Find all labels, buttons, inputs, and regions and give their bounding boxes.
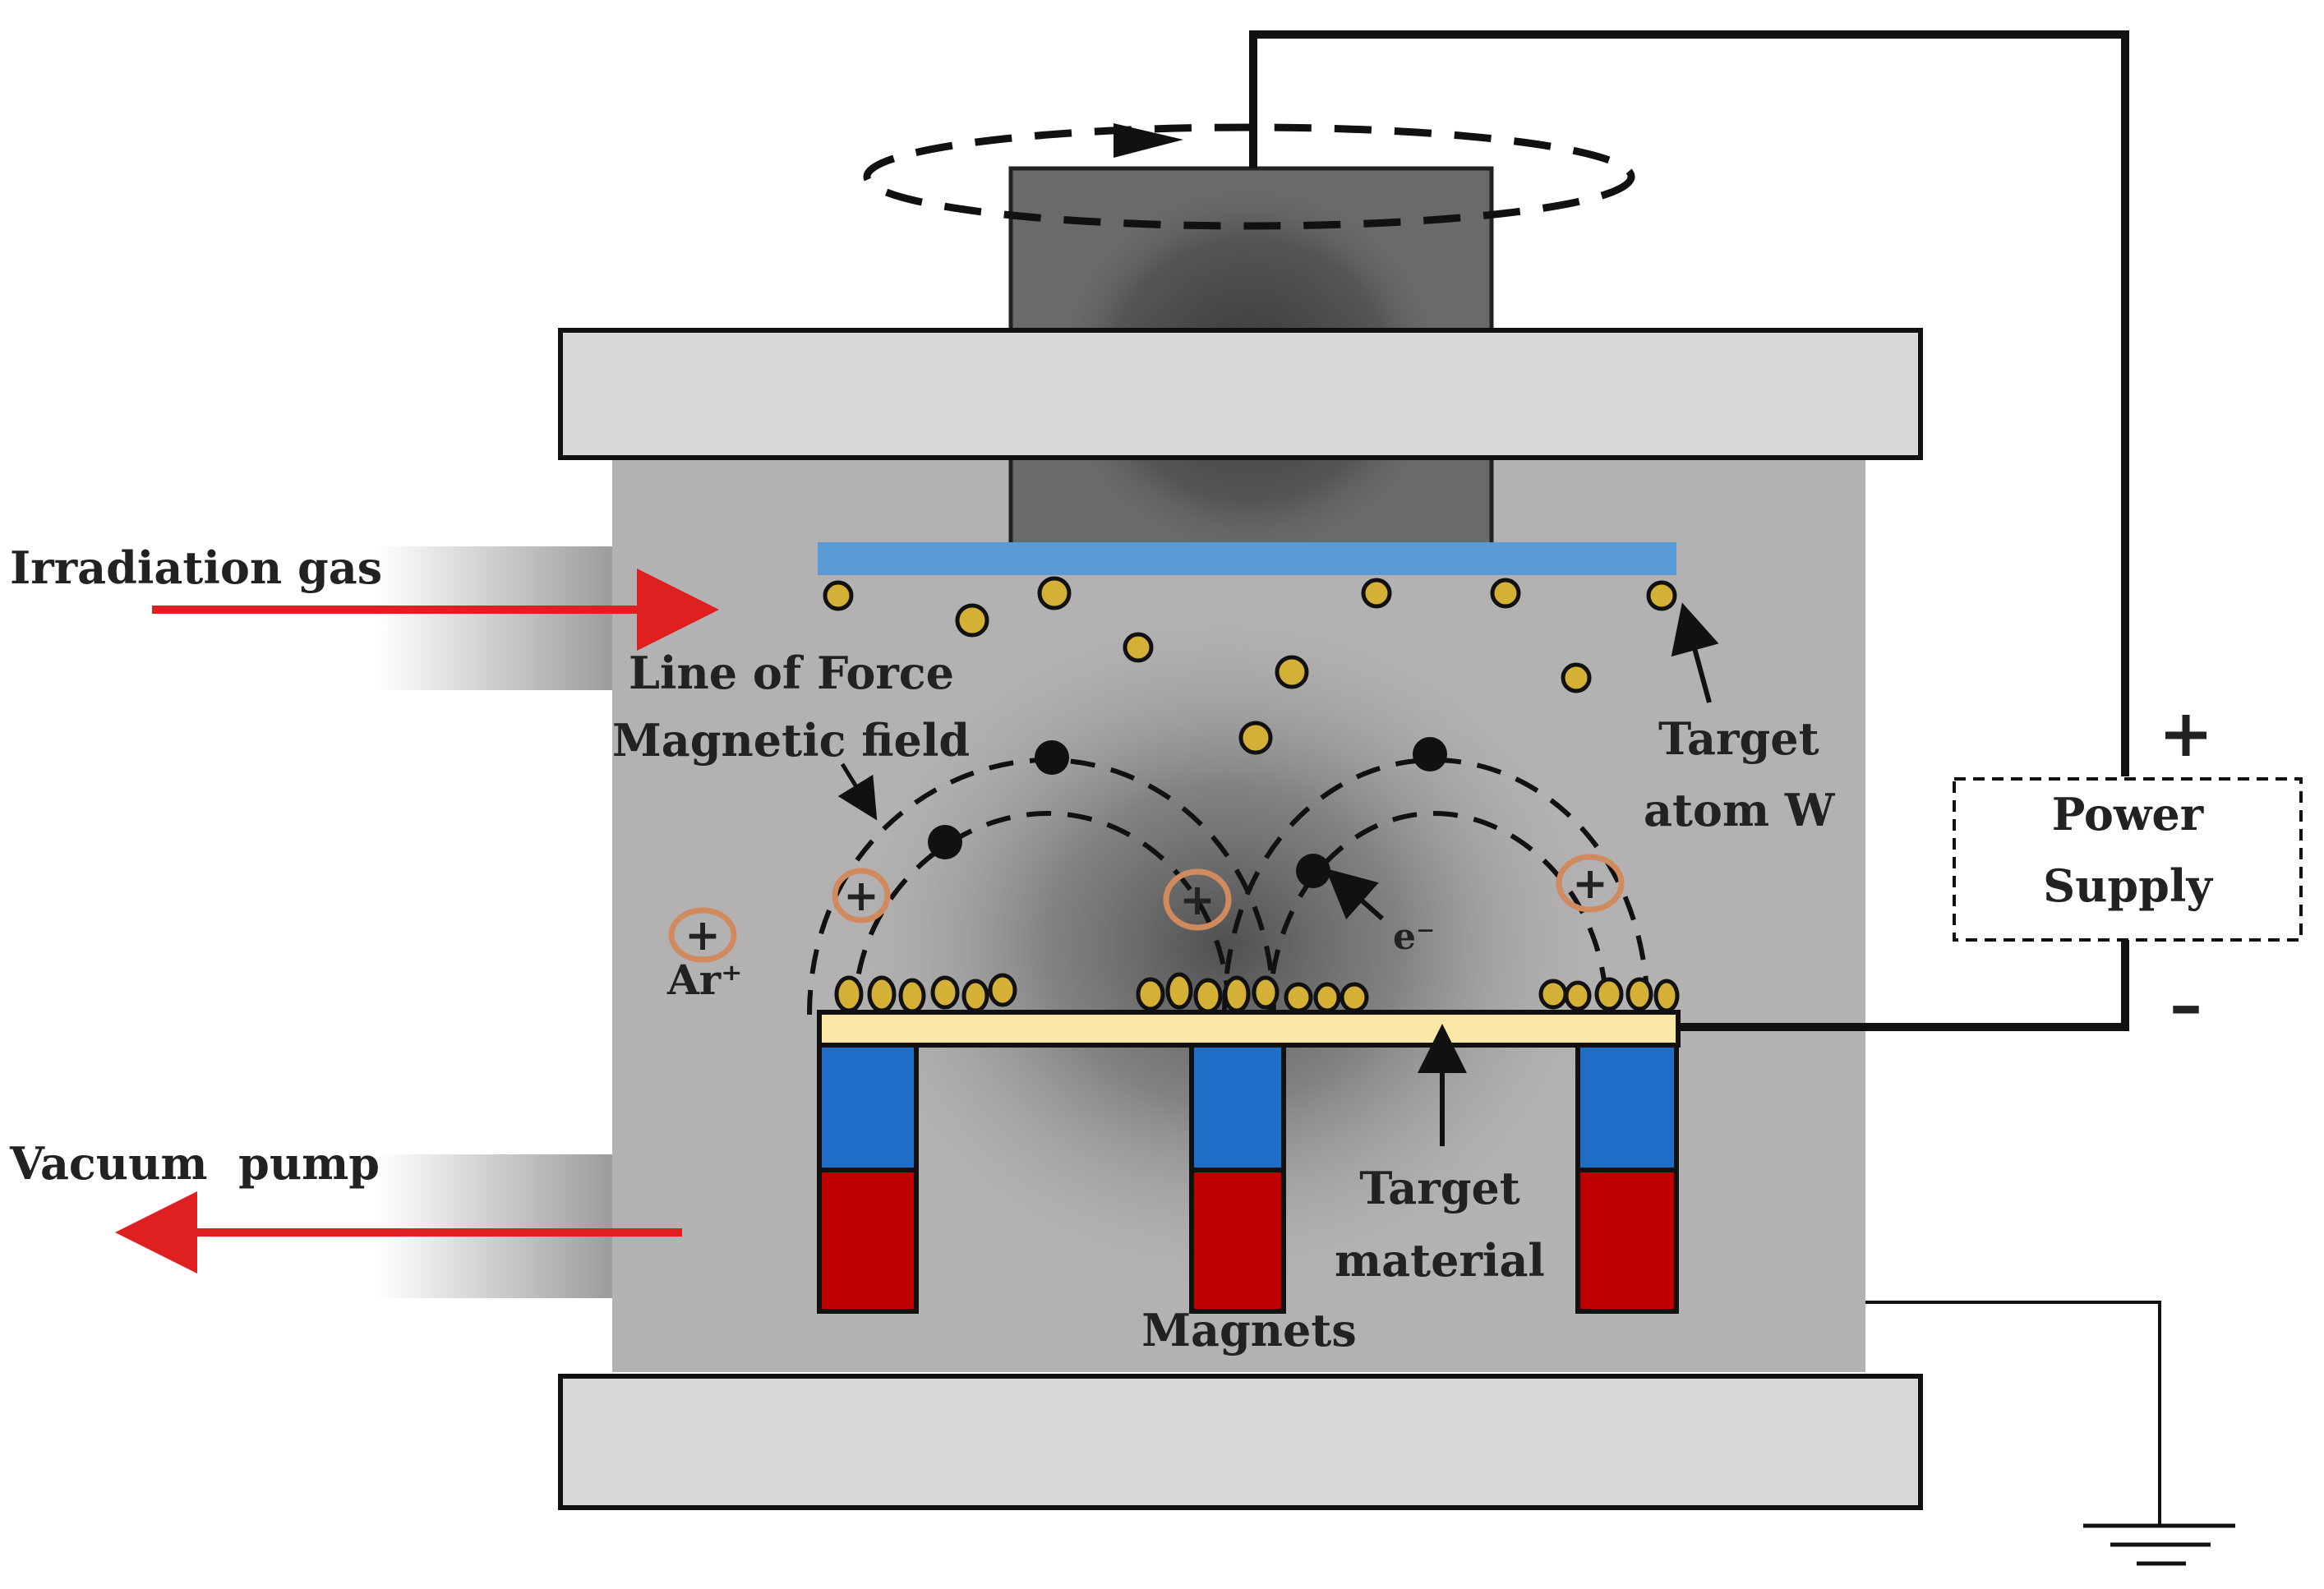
- ion-plus-sign: +: [685, 910, 721, 960]
- magnet-center-south: [1189, 1168, 1286, 1314]
- magnetic-field-label: Magnetic field: [612, 714, 970, 767]
- line-of-force-label: Line of Force: [629, 647, 954, 699]
- target-surface-atoms: [834, 972, 1680, 1014]
- ion-right: +: [1556, 854, 1625, 913]
- magnet-right-north: [1575, 1043, 1679, 1172]
- target-atom: [1490, 578, 1521, 609]
- magnets-label: Magnets: [1141, 1304, 1356, 1356]
- argon-ions: + + + +: [668, 854, 1625, 963]
- electron-pointer-arrow: [1326, 868, 1384, 921]
- pump-outlet-port: [378, 1154, 616, 1298]
- power-supply-label-line2: Supply: [2043, 859, 2213, 912]
- target-atom: [1361, 578, 1392, 609]
- power-negative-wire: [1678, 939, 2129, 1031]
- rotation-arrowhead: [1114, 123, 1183, 158]
- bottom-plate: [558, 1374, 1923, 1510]
- target-material-label-line1: Target: [1359, 1162, 1520, 1214]
- vacuum-pump-label: Vacuum pump: [9, 1137, 380, 1190]
- magnet-left-north: [817, 1043, 919, 1172]
- ground-symbol-icon: [2083, 1523, 2235, 1566]
- ion-plus-sign: +: [1572, 859, 1608, 909]
- target-atom-pointer-arrow: [1671, 602, 1719, 703]
- negative-terminal-label: –: [2170, 965, 2202, 1043]
- target-atom: [1561, 662, 1592, 693]
- ion-plus-sign: +: [843, 871, 879, 921]
- ground-wire: [1865, 1301, 2161, 1524]
- target-atom: [1238, 721, 1273, 755]
- gas-inlet-port: [378, 546, 616, 690]
- magnets: [817, 1043, 1679, 1314]
- ion-free: +: [668, 907, 737, 963]
- target-atom: [1037, 576, 1072, 610]
- target-atom: [1275, 655, 1309, 689]
- target-atom-label-line1: Target: [1658, 712, 1819, 765]
- electron-dot: [1413, 737, 1447, 771]
- field-line-inner-right: [1267, 810, 1609, 1016]
- electron-label: e⁻: [1393, 916, 1435, 958]
- electron-dot: [1296, 854, 1330, 888]
- target-atom: [955, 603, 989, 638]
- ion-plus-sign: +: [1179, 875, 1215, 925]
- field-pointer-arrow: [837, 762, 878, 821]
- ion-left: +: [832, 868, 891, 923]
- top-plate: [558, 328, 1923, 460]
- argon-ion-label: Ar⁺: [666, 956, 743, 1004]
- electron-dot: [1035, 740, 1069, 775]
- target-atom-label-line2: atom W: [1644, 784, 1836, 836]
- target-atom: [823, 580, 854, 611]
- field-line-outer-right: [1222, 757, 1650, 1016]
- electron-dot: [928, 825, 962, 859]
- ion-middle: +: [1163, 868, 1232, 931]
- target-atom: [1646, 580, 1677, 611]
- sputtered-atoms: [823, 576, 1677, 755]
- target-atom: [1123, 632, 1154, 663]
- substrate-plate: [818, 542, 1676, 575]
- power-positive-wire: [1249, 30, 2129, 776]
- electrons: [928, 737, 1447, 888]
- magnet-center-north: [1189, 1043, 1286, 1172]
- positive-terminal-label: +: [2158, 694, 2213, 771]
- target-material-label-line2: material: [1335, 1234, 1545, 1287]
- magnet-right-south: [1575, 1168, 1679, 1314]
- irradiation-gas-label: Irradiation gas: [10, 541, 382, 594]
- power-supply-label-line1: Power: [2052, 788, 2204, 841]
- target-material-plate: [817, 1010, 1681, 1048]
- power-supply-box: [1953, 777, 2303, 942]
- magnet-left-south: [817, 1168, 919, 1314]
